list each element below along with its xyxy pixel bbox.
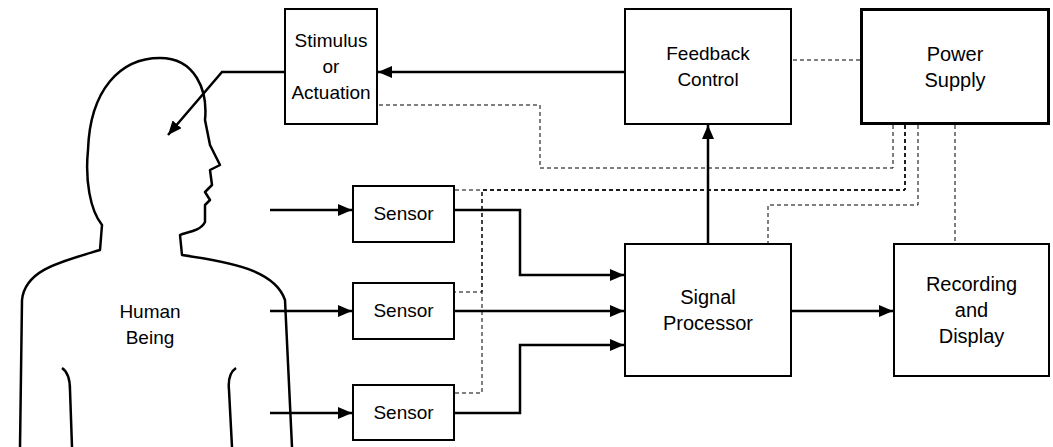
sensor-box: Sensor	[352, 185, 455, 243]
display-box: Recording and Display	[893, 243, 1050, 377]
node-label: Sensor	[373, 400, 433, 426]
processor-box: Signal Processor	[624, 243, 792, 377]
power-box: Power Supply	[860, 8, 1050, 125]
node-label: Sensor	[373, 201, 433, 227]
actuator-box: Stimulus or Actuation	[284, 8, 378, 125]
signal-arrow	[455, 210, 624, 275]
signal-arrow	[455, 345, 624, 413]
power-line	[455, 125, 905, 393]
power-line	[768, 125, 918, 243]
node-label: Sensor	[373, 298, 433, 324]
signal-arrow	[270, 209, 352, 212]
human-figure: Human Being	[0, 50, 300, 447]
signal-arrow	[168, 72, 284, 135]
node-label: Signal Processor	[653, 284, 763, 336]
power-line	[955, 125, 956, 243]
power-line	[792, 60, 860, 61]
silhouette-outline	[229, 368, 236, 447]
human-silhouette	[0, 50, 300, 447]
signal-arrow	[792, 310, 893, 313]
node-label: Power Supply	[905, 41, 1005, 93]
node-label: Stimulus or Actuation	[290, 28, 372, 106]
signal-arrow	[455, 310, 624, 313]
signal-arrow	[378, 71, 624, 74]
node-label: Human Being	[105, 299, 195, 351]
signal-arrow	[270, 412, 352, 415]
signal-arrow	[707, 125, 710, 243]
node-label: Recording and Display	[926, 271, 1018, 349]
silhouette-outline	[62, 368, 72, 447]
sensor-box: Sensor	[352, 384, 455, 441]
signal-arrow	[270, 310, 352, 313]
sensor-box: Sensor	[352, 282, 455, 340]
node-label: Feedback Control	[653, 41, 763, 93]
control-box: Feedback Control	[624, 8, 792, 125]
power-line	[455, 125, 905, 190]
silhouette-outline	[20, 58, 292, 447]
